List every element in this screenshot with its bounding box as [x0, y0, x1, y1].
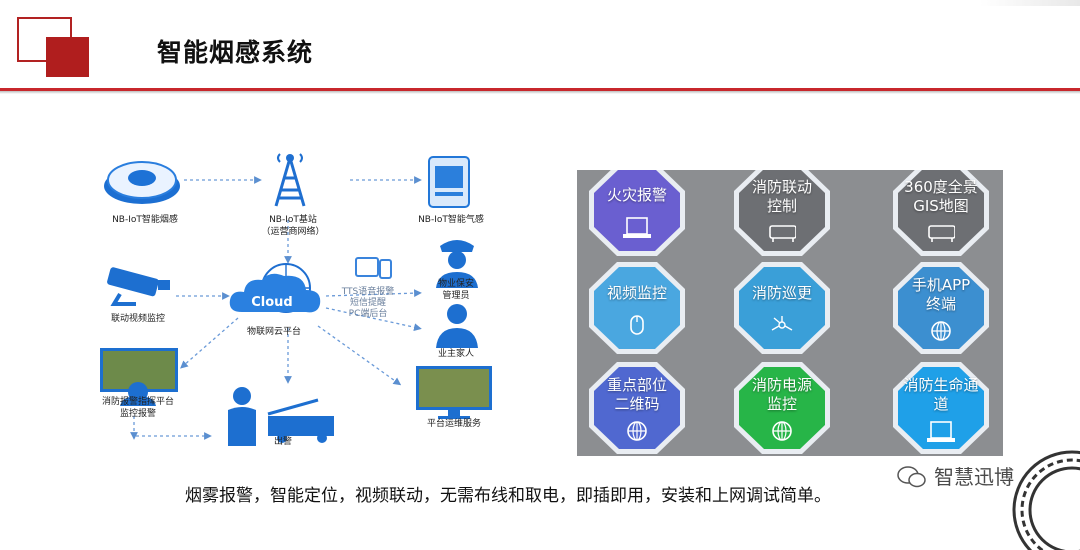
feature-tile-4[interactable]: 视频监控: [589, 262, 685, 354]
top-edge-fade: [980, 0, 1080, 6]
node-station-label: NB-IoT基站: [269, 215, 317, 225]
tile-octagon-shape: [734, 262, 830, 354]
node-fire-label: 出警: [273, 437, 292, 447]
channel-pc: PC端后台: [348, 309, 388, 319]
security-guard-icon: [436, 240, 478, 288]
network-icon: [771, 316, 793, 331]
feature-tile-8[interactable]: 消防电源 监控: [734, 362, 830, 454]
feature-panel: 火灾报警 消防联动 控制 360度全景 GIS地图视频监控 消防巡更 手机APP 终端重…: [577, 170, 1003, 456]
feature-tile-label: 消防生命通 道: [903, 376, 979, 413]
globe-icon: [931, 321, 951, 341]
cctv-camera-icon: [107, 267, 170, 306]
tile-octagon-shape: [734, 362, 830, 454]
monitor-operator-icon: [100, 348, 178, 406]
feature-tile-7[interactable]: 重点部位 二维码: [589, 362, 685, 454]
node-cloud-label: 物联网云平台: [246, 327, 301, 337]
tile-octagon-shape: [589, 362, 685, 454]
tile-octagon-shape: [893, 262, 989, 354]
architecture-diagram: NB-IoT智能烟感 NB-IoT基站 （运营商网络） NB-IoT智能气感 联…: [88, 148, 548, 466]
node-owner-label: 业主家人: [437, 349, 474, 359]
feature-tile-2[interactable]: 消防联动 控制: [734, 170, 830, 256]
control-box-icon: [769, 225, 796, 242]
channel-sms: 短信提醒: [349, 298, 386, 308]
node-gas-label: NB-IoT智能气感: [418, 215, 484, 225]
gas-sensor-icon: [428, 156, 470, 208]
wechat-icon: [897, 466, 926, 488]
node-guard-sublabel: 管理员: [442, 291, 470, 301]
tile-octagon-shape: [589, 170, 685, 256]
feature-tile-label: 360度全景 GIS地图: [904, 178, 978, 215]
watermark-text: 智慧迅博: [934, 465, 1014, 489]
smoke-detector-icon: [104, 161, 180, 204]
feature-tile-3[interactable]: 360度全景 GIS地图: [893, 170, 989, 256]
cloud-icon: Cloud: [229, 263, 321, 313]
node-station-sublabel: （运营商网络）: [261, 227, 325, 237]
feature-tile-label: 消防电源 监控: [751, 376, 812, 413]
node-ops-label: 平台运维服务: [426, 419, 481, 429]
alarm-device-icon: [927, 421, 955, 442]
fire-truck-icon: [228, 387, 334, 446]
device-phone-icon: [355, 257, 392, 279]
feature-tile-label: 火灾报警: [606, 186, 667, 204]
page-title: 智能烟感系统: [157, 38, 314, 67]
feature-tile-label: 手机APP 终端: [911, 276, 971, 313]
logo-red-square: [46, 37, 89, 77]
node-smoke-label: NB-IoT智能烟感: [112, 215, 178, 225]
feature-tile-9[interactable]: 消防生命通 道: [893, 362, 989, 454]
feature-tile-label: 消防巡更: [751, 284, 812, 302]
feature-tile-5[interactable]: 消防巡更: [734, 262, 830, 354]
stamp-seal-icon: [1012, 450, 1080, 550]
tile-octagon-shape: [589, 262, 685, 354]
node-camera-label: 联动视频监控: [110, 314, 165, 324]
caption: 烟雾报警，智能定位，视频联动，无需布线和取电，即插即用，安装和上网调试简单。: [185, 486, 831, 506]
feature-tile-6[interactable]: 手机APP 终端: [893, 262, 989, 354]
globe-icon: [772, 421, 792, 441]
cell-tower-icon: [274, 153, 306, 207]
node-command-label: 消防报警指挥平台: [101, 397, 174, 407]
feature-tile-label: 消防联动 控制: [751, 178, 812, 215]
header-divider-shadow: [0, 91, 1080, 94]
channel-tts: TTS语音报警: [341, 287, 395, 297]
globe-icon: [627, 421, 647, 441]
node-guard-label: 物业保安: [437, 279, 474, 289]
alarm-device-icon: [623, 217, 651, 238]
diagram-connectors: [130, 176, 422, 440]
map-box-icon: [928, 225, 955, 242]
ops-monitor-icon: [416, 366, 492, 419]
feature-tile-label: 视频监控: [606, 284, 667, 302]
tile-octagon-shape: [893, 170, 989, 256]
tile-octagon-shape: [734, 170, 830, 256]
cloud-icon-text: Cloud: [251, 295, 293, 310]
header-divider: [0, 88, 1080, 91]
mouse-icon: [630, 315, 644, 335]
node-command-sublabel: 监控报警: [119, 409, 156, 419]
feature-tile-label: 重点部位 二维码: [606, 376, 667, 413]
feature-tile-1[interactable]: 火灾报警: [589, 170, 685, 256]
tile-octagon-shape: [893, 362, 989, 454]
homeowner-icon: [436, 304, 478, 348]
